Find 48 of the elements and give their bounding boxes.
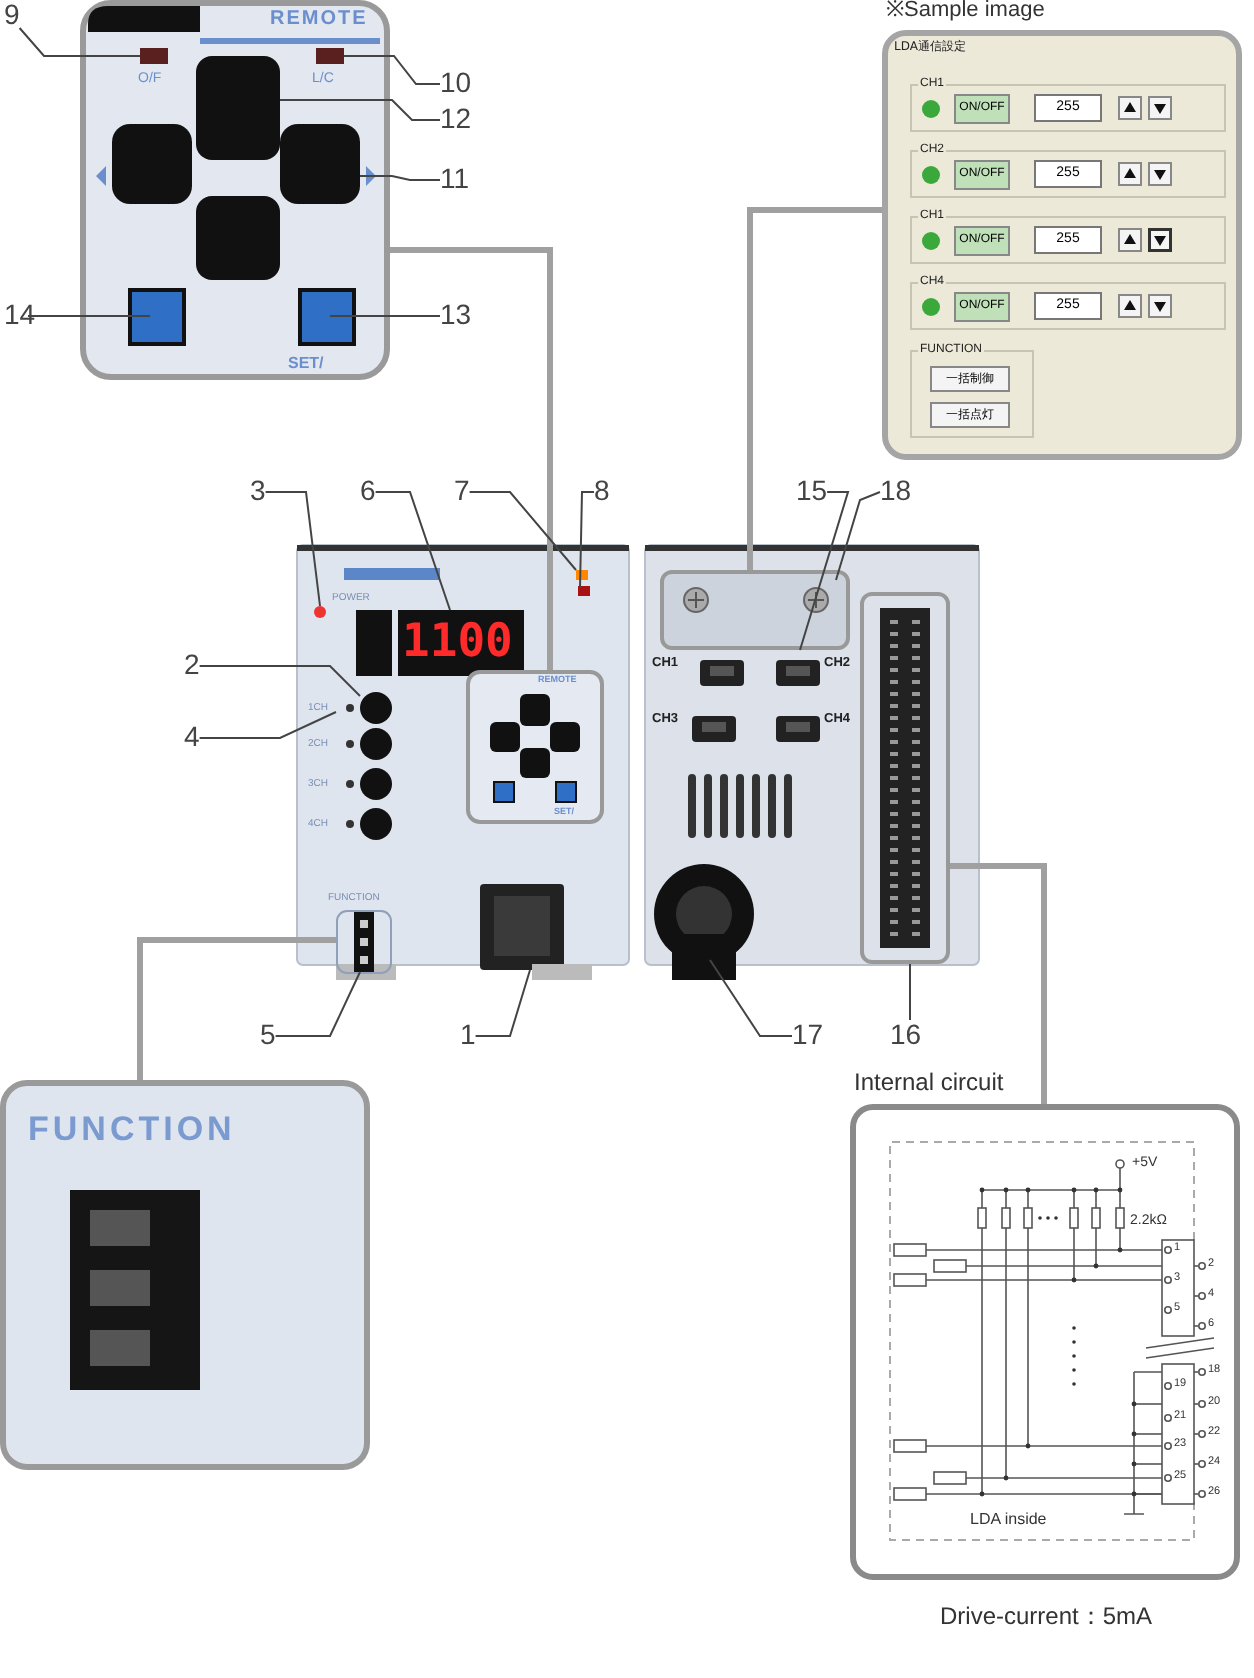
leader-line (709, 959, 793, 1037)
leader-line (329, 315, 441, 317)
leader-line (374, 491, 451, 611)
callout-number: 3 (250, 476, 266, 504)
panel-label: REMOTE (270, 10, 368, 30)
node-label: Drive-current：5mA (940, 1604, 1153, 1628)
leader-line (274, 971, 361, 1037)
leader-line (474, 969, 531, 1037)
connector-line (137, 937, 336, 1080)
node-label: ※Sample image (886, 0, 1045, 22)
leader-line (835, 491, 881, 581)
callout-number: 16 (890, 1020, 922, 1048)
callout-number: 5 (260, 1020, 276, 1048)
connector-line (747, 207, 882, 570)
leader-line (198, 665, 361, 697)
callout-number: 13 (440, 300, 472, 328)
callout-number: 12 (440, 104, 472, 132)
callout-number: 18 (880, 476, 912, 504)
heading: Internal circuit (854, 1070, 1004, 1094)
panel-label: FUNCTION (28, 1112, 236, 1146)
leader-line (198, 711, 337, 739)
callout-number: 2 (184, 650, 200, 678)
key-label: SET/ (288, 356, 324, 372)
callout-number: 1 (460, 1020, 476, 1048)
leader-line (579, 491, 595, 589)
leader-line (264, 491, 321, 607)
callout-number: 14 (4, 300, 36, 328)
leader-line (359, 175, 441, 181)
connector-line (950, 863, 1047, 1104)
callout-number: 6 (360, 476, 376, 504)
leader-line (27, 315, 151, 317)
callout-number: 17 (792, 1020, 824, 1048)
callout-number: 7 (454, 476, 470, 504)
leader-line (279, 99, 441, 121)
leader-line (343, 55, 441, 85)
circuit-label: LDA inside (970, 1512, 1047, 1528)
leader-line (468, 491, 577, 571)
callout-number: 8 (594, 476, 610, 504)
callout-number: 11 (440, 164, 470, 192)
leader-line (18, 27, 141, 57)
callout-number: 10 (440, 68, 472, 96)
callout-number: 9 (4, 0, 20, 28)
connector-line (390, 247, 553, 670)
leader-line (909, 963, 911, 1021)
callout-number: 15 (796, 476, 828, 504)
callout-number: 4 (184, 722, 200, 750)
leader-line (799, 491, 850, 651)
display-digits: 1100 (402, 620, 513, 666)
